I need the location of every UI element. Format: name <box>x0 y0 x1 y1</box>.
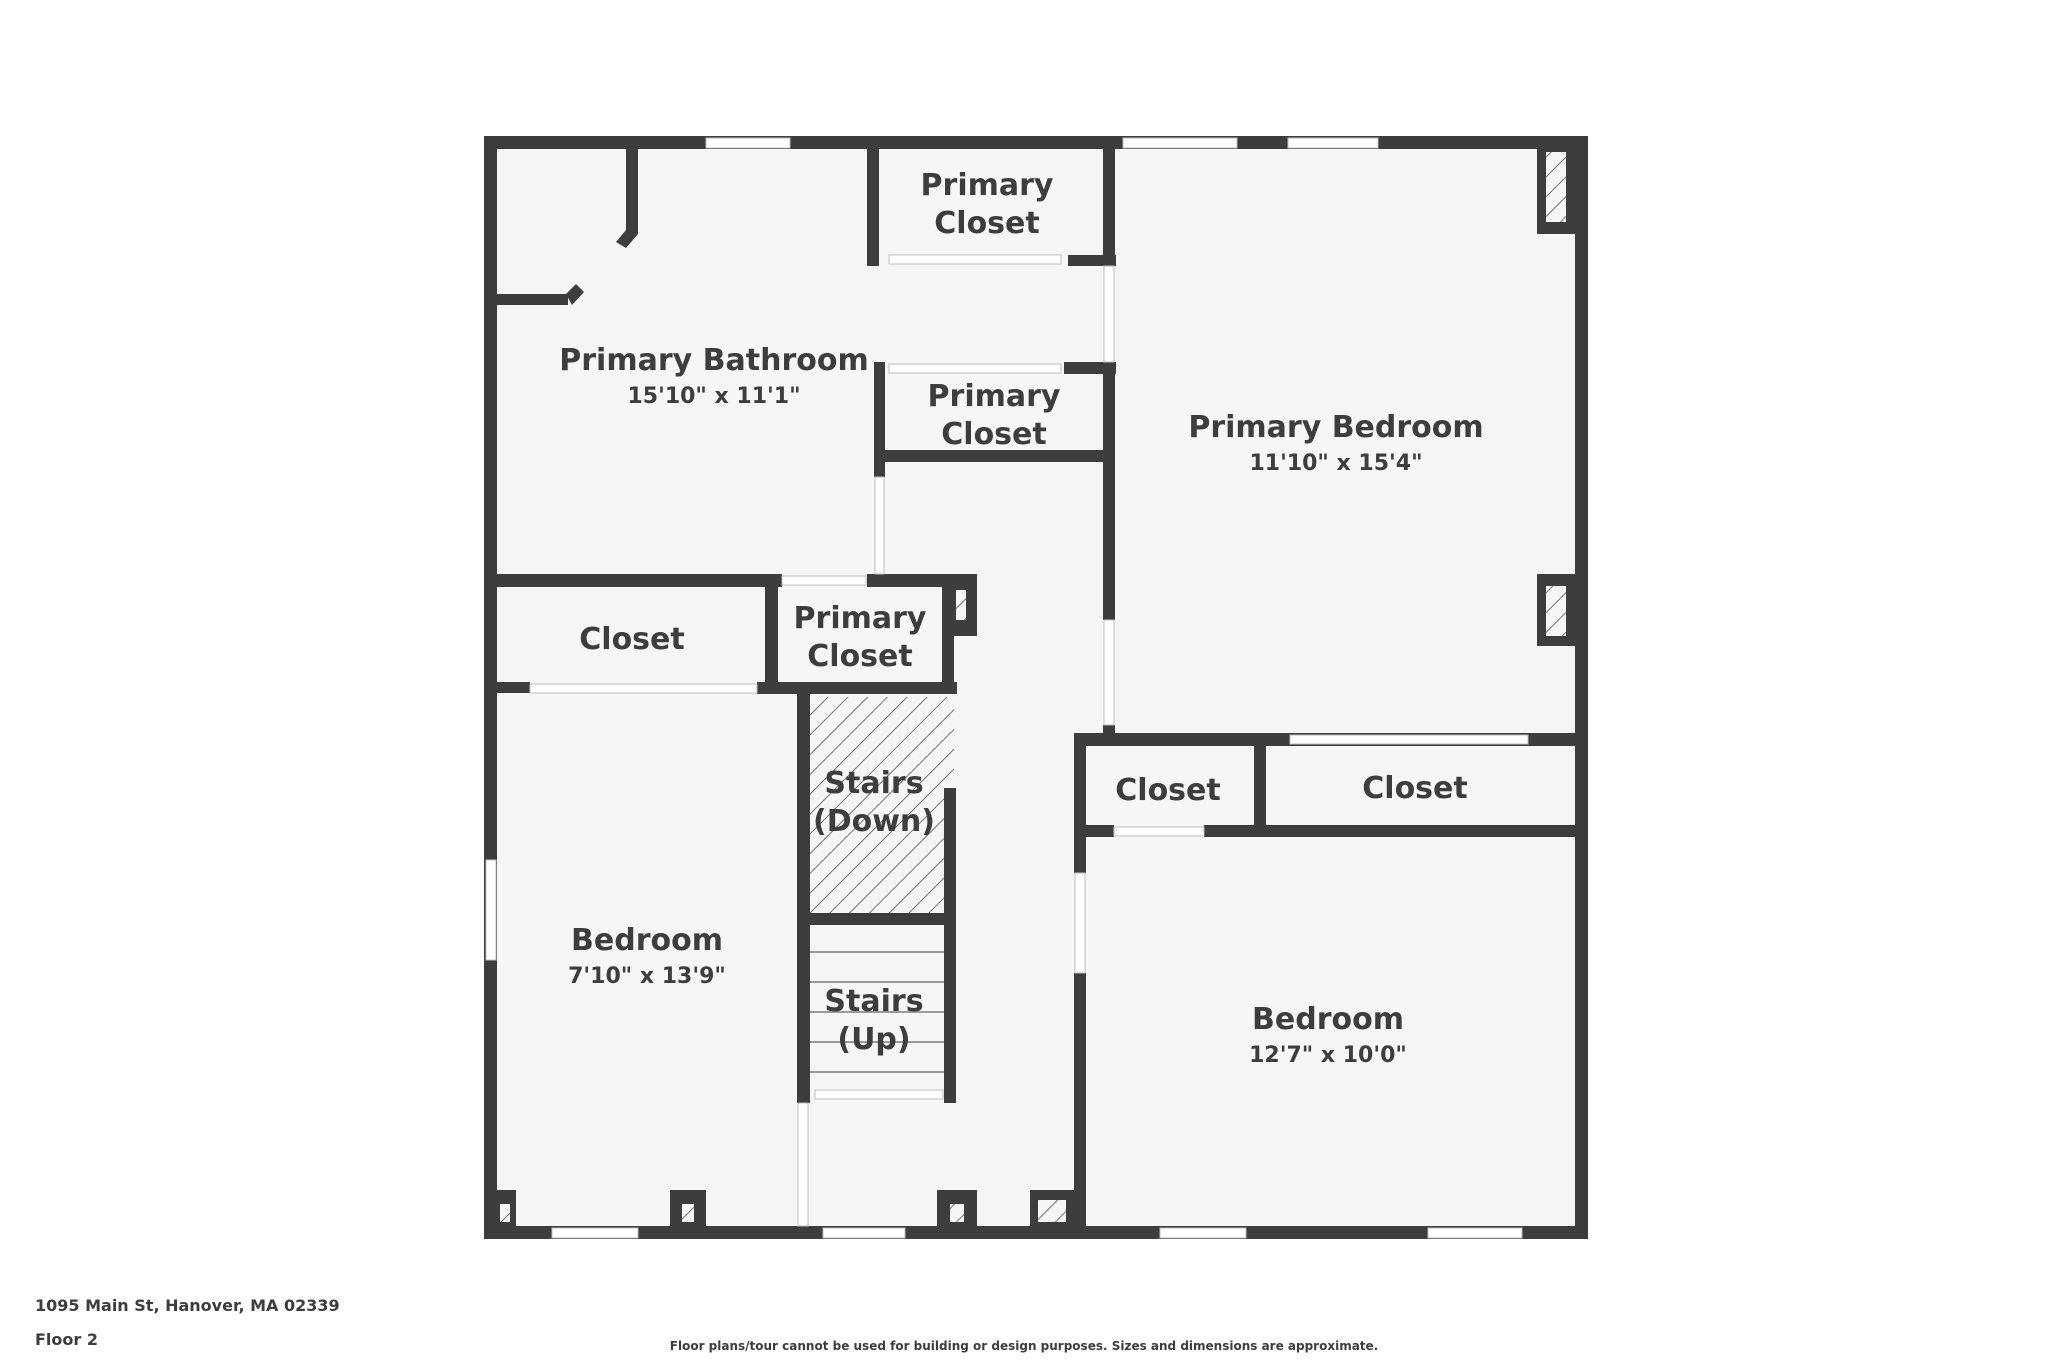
room-label-closet-left: Closet <box>579 622 684 657</box>
stairs-up-treads <box>810 951 944 1073</box>
room-dims-primary-bathroom: 15'10" x 11'1" <box>627 384 800 409</box>
room-label-stairs-up-2: (Up) <box>837 1022 910 1057</box>
address-label: 1095 Main St, Hanover, MA 02339 <box>35 1296 340 1315</box>
room-label-primary-bathroom: Primary Bathroom <box>559 343 868 378</box>
floor-label: Floor 2 <box>35 1330 98 1349</box>
room-dims-bedroom-right: 12'7" x 10'0" <box>1249 1043 1407 1068</box>
room-label-primary-closet-low-2: Closet <box>807 639 912 674</box>
room-dims-primary-bedroom: 11'10" x 15'4" <box>1249 451 1422 476</box>
room-label-bedroom-right: Bedroom <box>1252 1002 1404 1037</box>
room-label-primary-closet-low: Primary <box>794 601 927 636</box>
stairs-down-hatch <box>810 697 954 917</box>
room-label-closet-right-b: Closet <box>1362 771 1467 806</box>
room-label-primary-closet-top-2: Closet <box>934 206 1039 241</box>
room-dims-bedroom-left: 7'10" x 13'9" <box>568 964 726 989</box>
room-label-stairs-down-2: (Down) <box>813 804 935 839</box>
room-label-primary-closet-top: Primary <box>921 168 1054 203</box>
columns <box>496 148 1575 1226</box>
room-label-primary-closet-mid: Primary <box>928 379 1061 414</box>
room-label-closet-right-a: Closet <box>1115 773 1220 808</box>
disclaimer: Floor plans/tour cannot be used for buil… <box>669 1339 1379 1353</box>
room-label-primary-closet-mid-2: Closet <box>941 417 1046 452</box>
room-label-stairs-down: Stairs <box>824 766 923 801</box>
openings <box>485 137 1529 1239</box>
room-label-stairs-up: Stairs <box>824 984 923 1019</box>
room-label-primary-bedroom: Primary Bedroom <box>1188 410 1483 445</box>
room-label-bedroom-left: Bedroom <box>571 923 723 958</box>
